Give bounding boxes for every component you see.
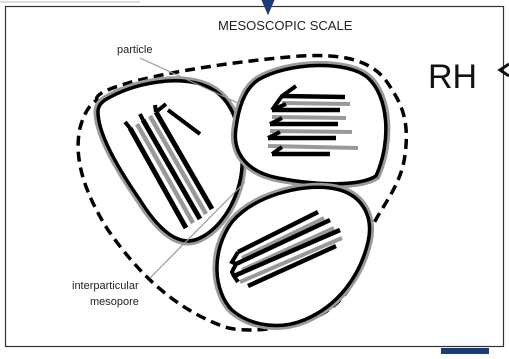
bottom-tab bbox=[441, 348, 489, 354]
label-rh: RH bbox=[428, 58, 477, 96]
label-interparticular-line2: mesopore bbox=[90, 296, 139, 308]
diagram-title: MESOSCOPIC SCALE bbox=[218, 18, 353, 33]
label-interparticular-line1: interparticular bbox=[72, 280, 139, 292]
particle-top-right bbox=[235, 65, 385, 183]
label-particle: particle bbox=[117, 44, 152, 56]
